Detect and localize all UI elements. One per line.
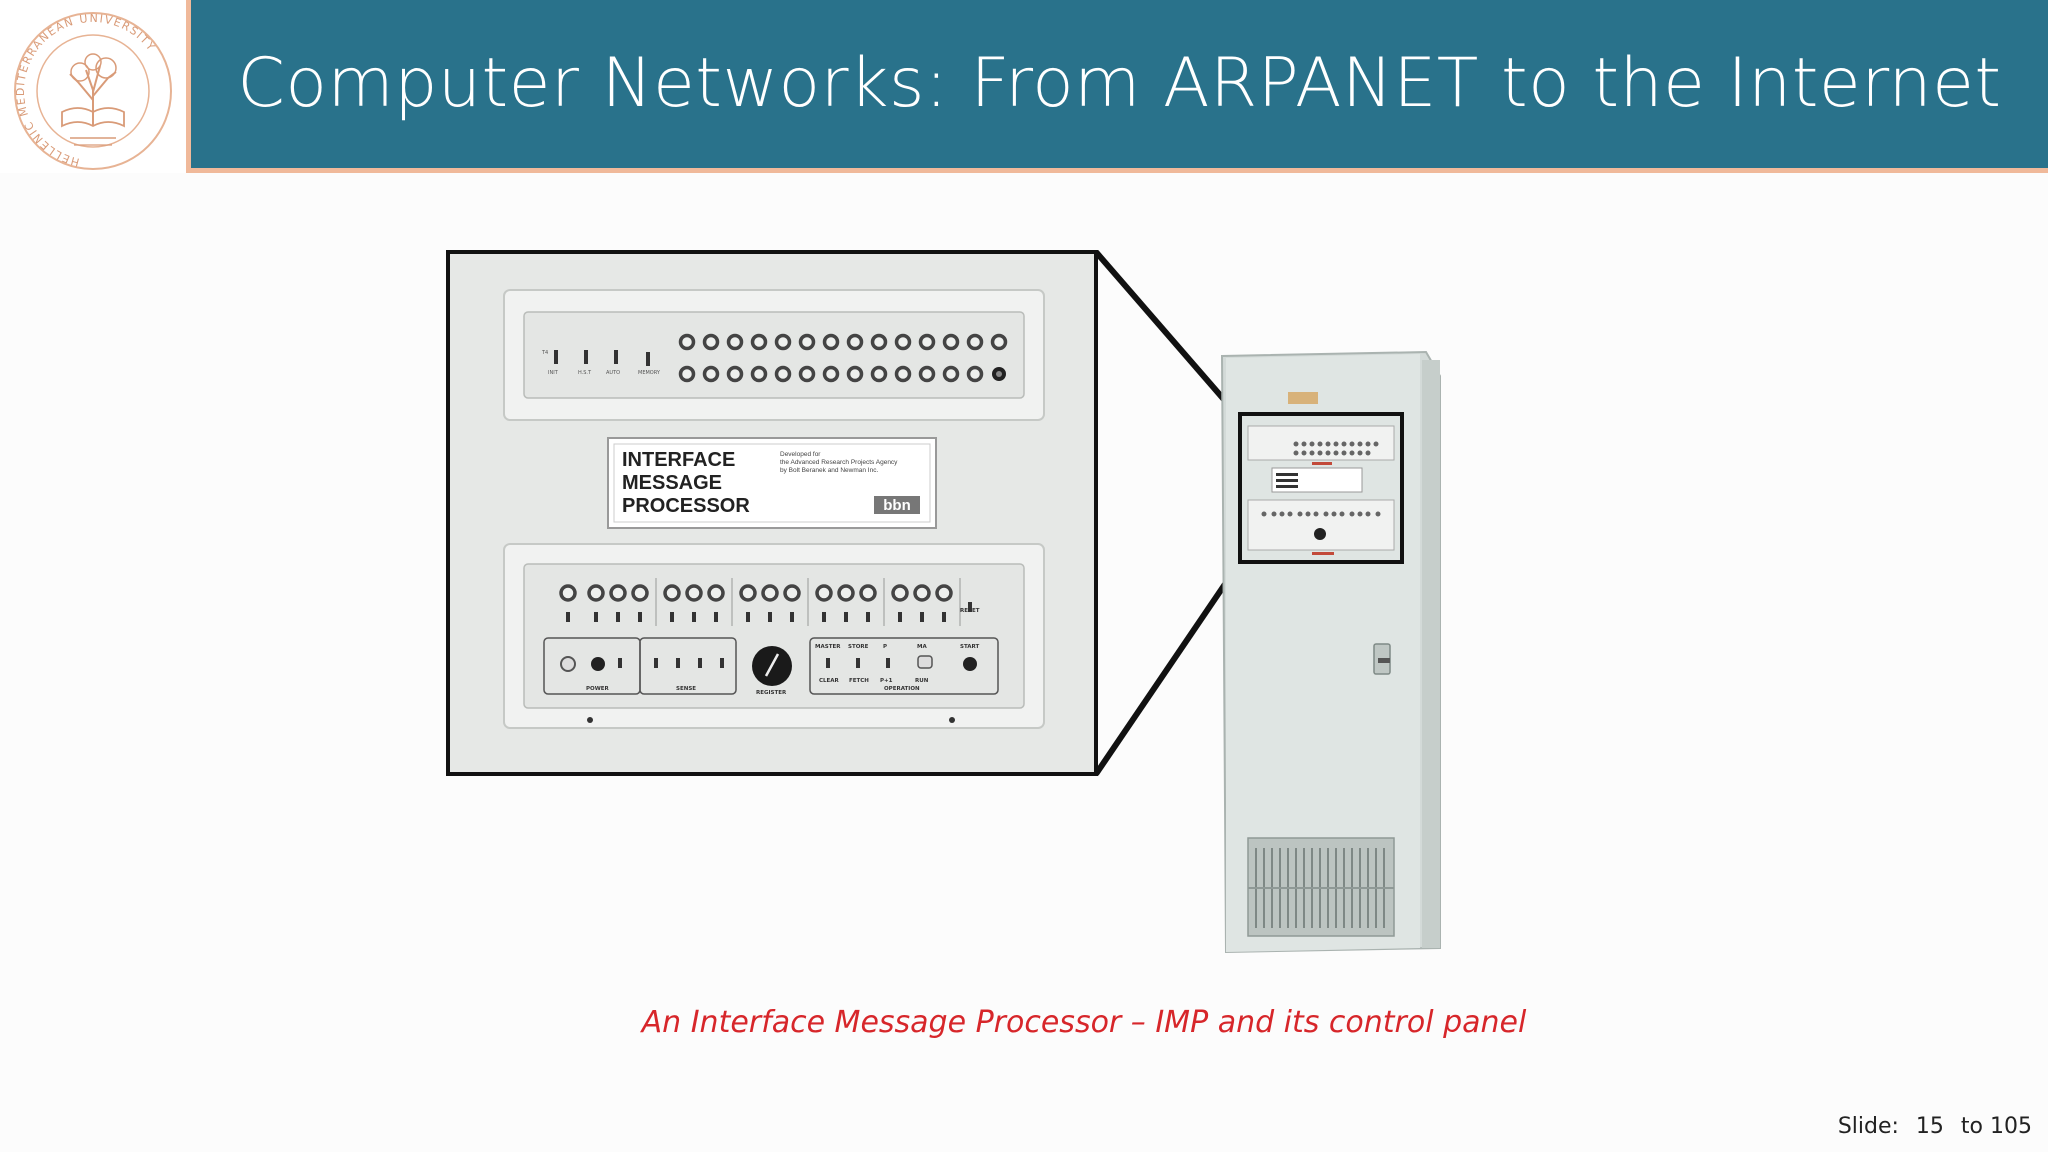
imp-figure: T4 INIT H.S.T AUTO MEMORY	[446, 250, 1441, 954]
slide-label: Slide:	[1837, 1114, 1899, 1139]
svg-text:STORE: STORE	[848, 644, 869, 650]
svg-text:MA: MA	[917, 644, 927, 650]
header-underline	[0, 168, 2048, 173]
svg-text:the Advanced Research Projects: the Advanced Research Projects Agency	[780, 459, 898, 466]
svg-text:RESET: RESET	[960, 608, 980, 614]
slide-total: to 105	[1960, 1114, 2032, 1139]
slide-number: 15	[1915, 1114, 1944, 1139]
svg-text:T4: T4	[541, 350, 548, 356]
figure-caption: An Interface Message Processor – IMP and…	[641, 1005, 1527, 1040]
svg-text:INIT: INIT	[548, 370, 559, 376]
svg-text:by Bolt Beranek and Newman Inc: by Bolt Beranek and Newman Inc.	[780, 467, 878, 474]
svg-text:RUN: RUN	[915, 678, 929, 684]
upper-lamp-panel: T4 INIT H.S.T AUTO MEMORY	[503, 289, 1045, 421]
svg-text:INTERFACE: INTERFACE	[622, 449, 735, 471]
svg-text:Developed for: Developed for	[780, 451, 821, 458]
svg-text:H.S.T: H.S.T	[578, 370, 592, 376]
logo-separator	[186, 0, 191, 173]
slide-counter: Slide: 15 to 105	[1838, 1114, 2032, 1139]
svg-text:OPERATION: OPERATION	[884, 686, 920, 692]
imp-cabinet	[1220, 350, 1441, 954]
svg-text:AUTO: AUTO	[606, 370, 620, 376]
svg-text:CLEAR: CLEAR	[819, 678, 840, 684]
svg-text:FETCH: FETCH	[849, 678, 869, 684]
svg-text:MESSAGE: MESSAGE	[622, 472, 722, 494]
university-logo: HELLENIC MEDITERRANEAN UNIVERSITY	[0, 0, 186, 173]
slide-header	[0, 0, 2048, 168]
page-title: Computer Networks: From ARPANET to the I…	[237, 44, 2002, 123]
cabinet-panel-highlight	[1238, 412, 1404, 564]
svg-text:MEMORY: MEMORY	[638, 370, 661, 376]
svg-text:REGISTER: REGISTER	[756, 690, 787, 696]
svg-text:MASTER: MASTER	[815, 644, 841, 650]
svg-text:PROCESSOR: PROCESSOR	[622, 495, 750, 517]
svg-text:P+1: P+1	[880, 678, 893, 684]
control-panel-inset: T4 INIT H.S.T AUTO MEMORY	[446, 250, 1098, 776]
name-plate: INTERFACE MESSAGE PROCESSOR Developed fo…	[607, 437, 937, 529]
svg-text:POWER: POWER	[586, 686, 610, 692]
zoom-line-bottom	[1093, 560, 1243, 776]
svg-text:bbn: bbn	[883, 497, 911, 514]
svg-text:SENSE: SENSE	[676, 686, 696, 692]
lower-control-panel: POWER SENSE REGISTER OPERATION MASTER CL…	[503, 543, 1045, 729]
zoom-line-top	[1093, 250, 1243, 420]
svg-text:P: P	[883, 644, 887, 650]
svg-text:START: START	[960, 644, 980, 650]
